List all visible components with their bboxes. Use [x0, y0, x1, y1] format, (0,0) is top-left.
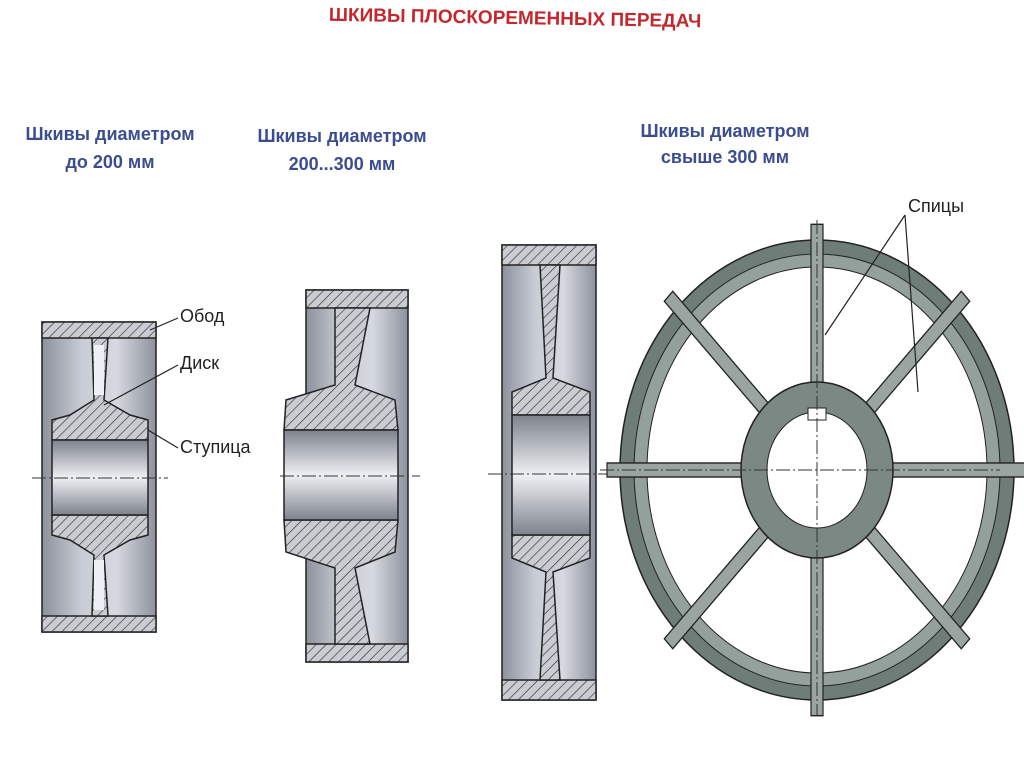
- heading-large-line1: Шкивы диаметром: [640, 121, 809, 141]
- page-title: ШКИВЫ ПЛОСКОРЕМЕННЫХ ПЕРЕДАЧ: [329, 5, 702, 32]
- heading-small-line1: Шкивы диаметром: [25, 124, 194, 144]
- pulley-spoked-wheel: [600, 220, 1024, 717]
- heading-large-line2: свыше 300 мм: [661, 147, 789, 167]
- heading-small-line2: до 200 мм: [65, 152, 154, 172]
- heading-medium-line1: Шкивы диаметром: [257, 126, 426, 146]
- pulley-small-section: [32, 321, 168, 633]
- pulley-large-section: [488, 244, 612, 701]
- label-hub: Ступица: [180, 437, 252, 457]
- pulley-medium-section: [280, 289, 420, 663]
- label-rim: Обод: [180, 306, 225, 326]
- label-spokes: Спицы: [908, 196, 964, 216]
- heading-medium-line2: 200...300 мм: [289, 154, 396, 174]
- label-disk: Диск: [180, 353, 219, 373]
